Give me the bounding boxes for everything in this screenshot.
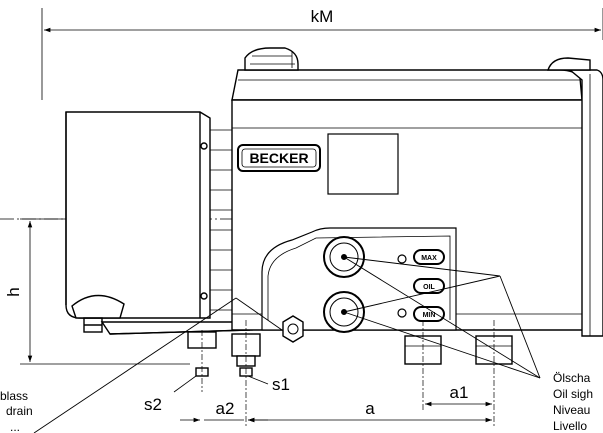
- label-a2: a2: [216, 399, 235, 418]
- label-s2: s2: [144, 395, 162, 414]
- label-s1: s1: [272, 375, 290, 394]
- left-note-line-3: ...: [10, 420, 20, 433]
- dimension-a2: a2: [180, 399, 268, 423]
- leader-lines: [33, 256, 541, 433]
- brand-logo: BECKER: [237, 144, 321, 172]
- left-note-line-1: blass: [0, 389, 28, 403]
- right-note-line-3: Niveau: [553, 403, 590, 417]
- right-note: Ölscha Oil sigh Niveau Livello: [553, 371, 593, 433]
- callout-s1: s1: [247, 375, 290, 394]
- oil-max-label: MAX: [421, 255, 437, 262]
- label-a: a: [365, 399, 375, 418]
- callout-s2: s2: [144, 375, 197, 414]
- right-note-line-4: Livello: [553, 419, 587, 433]
- hex-plug: [282, 315, 304, 343]
- right-note-line-1: Ölscha: [553, 371, 591, 385]
- oil-min-badge: MIN: [413, 306, 445, 322]
- dimension-h: h: [4, 218, 190, 365]
- label-kM: kM: [311, 7, 334, 26]
- right-note-line-2: Oil sigh: [553, 387, 593, 401]
- label-h: h: [4, 287, 23, 296]
- dimension-kM: kM: [41, 7, 603, 100]
- brand-name: BECKER: [249, 150, 308, 166]
- oil-max-badge: MAX: [413, 249, 445, 265]
- oil-min-label: MIN: [423, 312, 436, 319]
- dimension-a: a: [248, 399, 492, 423]
- pump-feet: [187, 331, 513, 377]
- motor: [65, 111, 253, 335]
- foot-centerlines: [201, 320, 495, 426]
- oil-oil-badge: OIL: [413, 278, 445, 294]
- oil-oil-label: OIL: [423, 284, 435, 291]
- pump-housing: [231, 47, 603, 337]
- label-a1: a1: [450, 383, 469, 402]
- dimension-a1: a1: [425, 383, 492, 407]
- left-note-line-2: drain: [6, 404, 33, 418]
- left-note: blass drain ...: [0, 389, 33, 433]
